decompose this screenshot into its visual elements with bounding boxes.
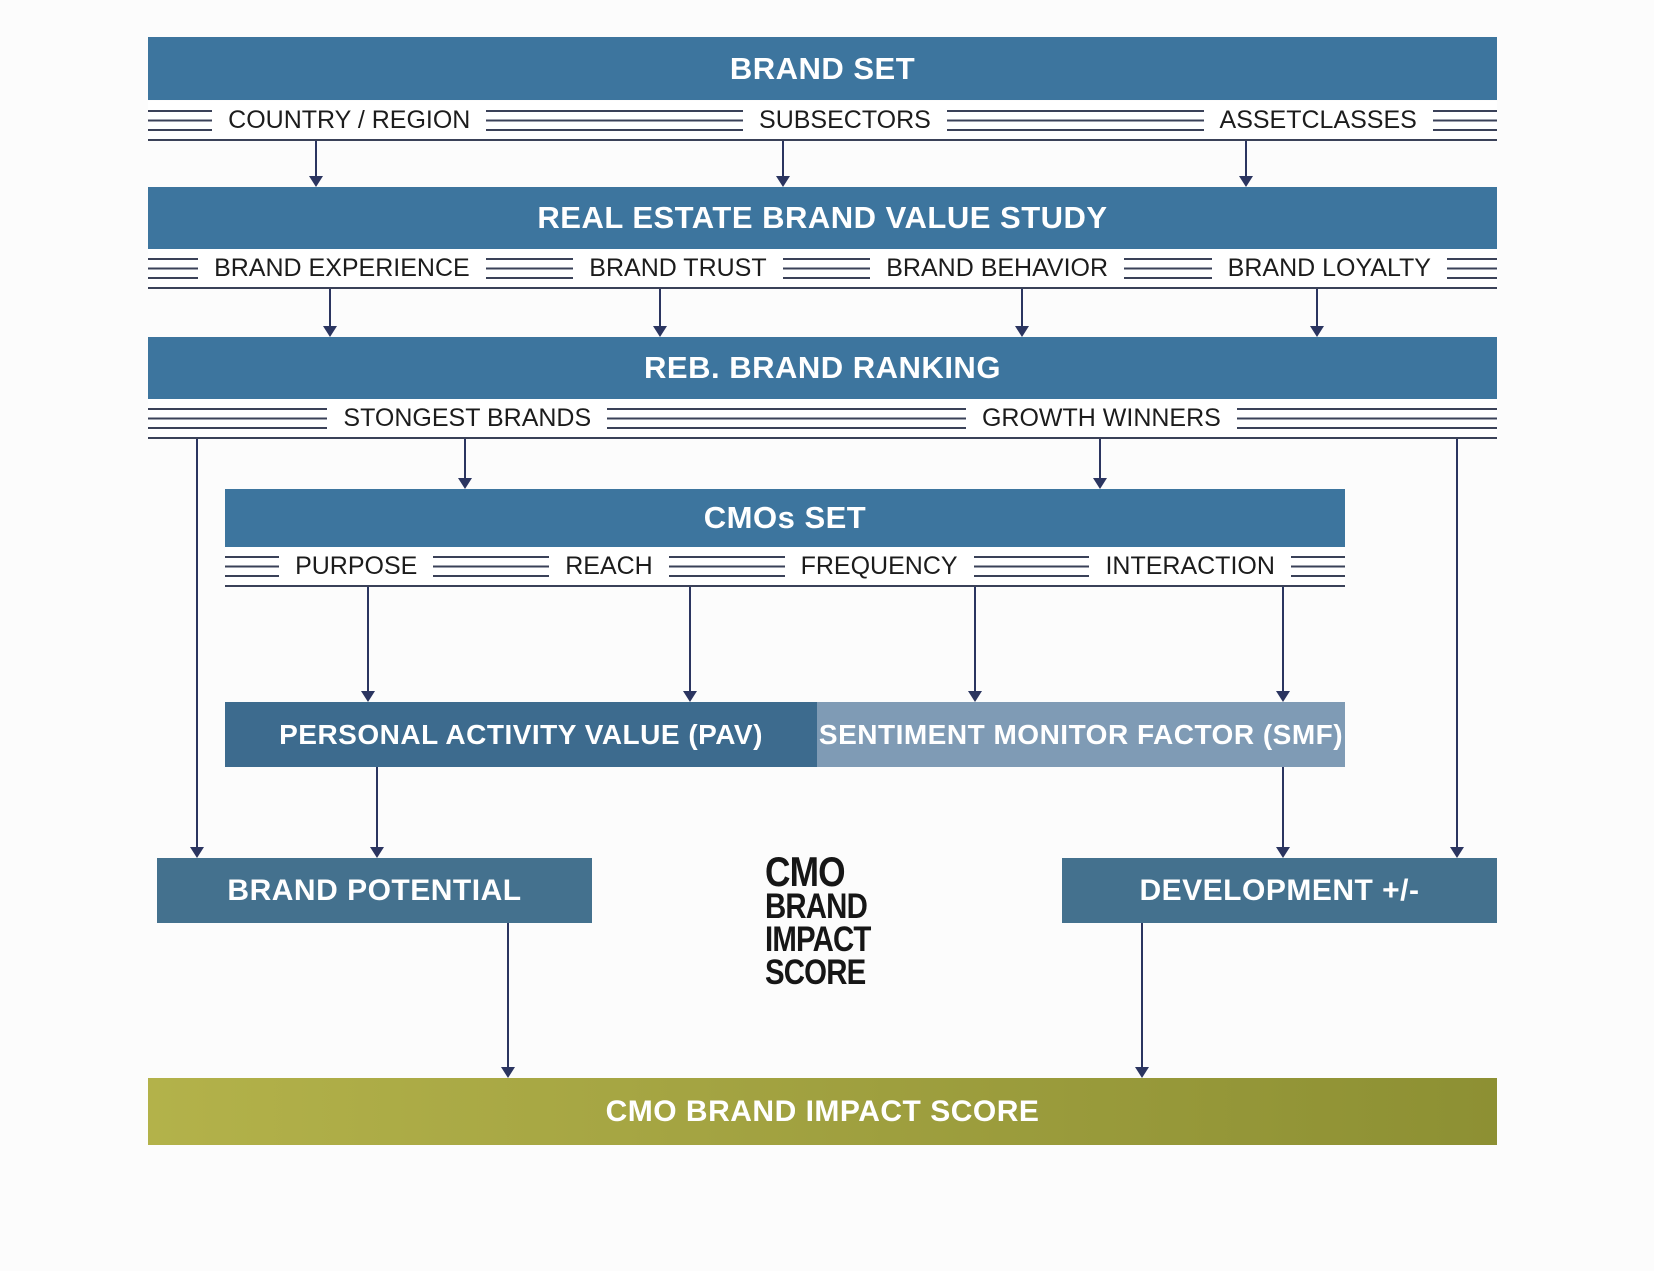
node-value-study-label: REAL ESTATE BRAND VALUE STUDY (537, 200, 1108, 235)
band-label: BRAND TRUST (589, 253, 767, 282)
hatch-lines (1446, 257, 1498, 279)
node-value-study: REAL ESTATE BRAND VALUE STUDY (148, 187, 1497, 249)
band-label: BRAND LOYALTY (1227, 253, 1431, 282)
band-label: FREQUENCY (800, 551, 958, 580)
node-cmos-set: CMOs SET (225, 489, 1345, 547)
arrow-down-icon (653, 289, 667, 337)
connector-band-4: PURPOSE REACH FREQUENCY INTERACTION (225, 547, 1345, 587)
hatch-lines (1432, 109, 1498, 131)
arrow-down-icon (1310, 289, 1324, 337)
cmo-brand-impact-score-logo: CMO BRAND IMPACT SCORE (765, 848, 871, 993)
node-brand-potential: BRAND POTENTIAL (157, 858, 592, 923)
hatch-lines (607, 407, 966, 429)
arrow-down-icon (1450, 439, 1464, 858)
arrow-down-icon (968, 587, 982, 702)
logo-line: SCORE (765, 953, 866, 993)
logo-line: IMPACT (765, 920, 871, 960)
hatch-lines (486, 109, 744, 131)
node-smf: SENTIMENT MONITOR FACTOR (SMF) (817, 702, 1345, 767)
node-brand-ranking: REB. BRAND RANKING (148, 337, 1497, 399)
hatch-lines (225, 555, 280, 577)
hatch-lines (433, 555, 550, 577)
arrow-down-icon (1276, 587, 1290, 702)
band-label: BRAND BEHAVIOR (886, 253, 1109, 282)
hatch-lines (1236, 407, 1497, 429)
band-label: BRAND EXPERIENCE (214, 253, 470, 282)
arrow-down-icon (1239, 141, 1253, 187)
connector-band-3: STONGEST BRANDS GROWTH WINNERS (148, 399, 1497, 439)
band-label: GROWTH WINNERS (981, 403, 1221, 432)
hatch-lines (973, 555, 1090, 577)
arrow-down-icon (1093, 439, 1107, 489)
logo-line: CMO (765, 848, 846, 895)
node-development-label: DEVELOPMENT +/- (1139, 873, 1420, 907)
hatch-lines (148, 257, 199, 279)
band-label: STONGEST BRANDS (343, 403, 592, 432)
hatch-lines (148, 109, 213, 131)
logo-line: BRAND (765, 887, 868, 927)
band-label: REACH (565, 551, 653, 580)
arrow-down-icon (683, 587, 697, 702)
arrow-down-icon (323, 289, 337, 337)
arrow-down-icon (309, 141, 323, 187)
node-impact-score-label: CMO BRAND IMPACT SCORE (605, 1094, 1040, 1128)
hatch-lines (668, 555, 785, 577)
node-smf-label: SENTIMENT MONITOR FACTOR (SMF) (818, 718, 1344, 750)
node-brand-set: BRAND SET (148, 37, 1497, 100)
arrow-down-icon (190, 439, 204, 858)
node-brand-ranking-label: REB. BRAND RANKING (644, 350, 1001, 385)
connector-band-1: COUNTRY / REGION SUBSECTORS ASSETCLASSES (148, 101, 1498, 141)
band-label: PURPOSE (295, 551, 418, 580)
band-label: INTERACTION (1105, 551, 1275, 580)
hatch-lines (148, 407, 328, 429)
connector-band-2: BRAND EXPERIENCE BRAND TRUST BRAND BEHAV… (148, 249, 1498, 289)
arrow-down-icon (370, 767, 384, 858)
hatch-lines (1124, 257, 1212, 279)
arrow-down-icon (1276, 767, 1290, 858)
arrow-down-icon (1135, 923, 1149, 1078)
arrow-down-icon (776, 141, 790, 187)
hatch-lines (946, 109, 1204, 131)
node-impact-score: CMO BRAND IMPACT SCORE (148, 1078, 1497, 1145)
node-brand-potential-label: BRAND POTENTIAL (227, 873, 522, 907)
node-pav-label: PERSONAL ACTIVITY VALUE (PAV) (279, 718, 763, 750)
node-pav: PERSONAL ACTIVITY VALUE (PAV) (225, 702, 817, 767)
hatch-lines (485, 257, 574, 279)
arrow-down-icon (1015, 289, 1029, 337)
arrow-down-icon (361, 587, 375, 702)
band-label: SUBSECTORS (759, 105, 931, 134)
band-label: COUNTRY / REGION (228, 105, 471, 134)
arrow-down-icon (458, 439, 472, 489)
hatch-lines (782, 257, 871, 279)
band-label: ASSETCLASSES (1219, 105, 1417, 134)
node-development: DEVELOPMENT +/- (1062, 858, 1497, 923)
hatch-lines (1290, 555, 1345, 577)
arrow-down-icon (501, 923, 515, 1078)
node-brand-set-label: BRAND SET (729, 50, 916, 86)
node-cmos-set-label: CMOs SET (703, 500, 867, 535)
